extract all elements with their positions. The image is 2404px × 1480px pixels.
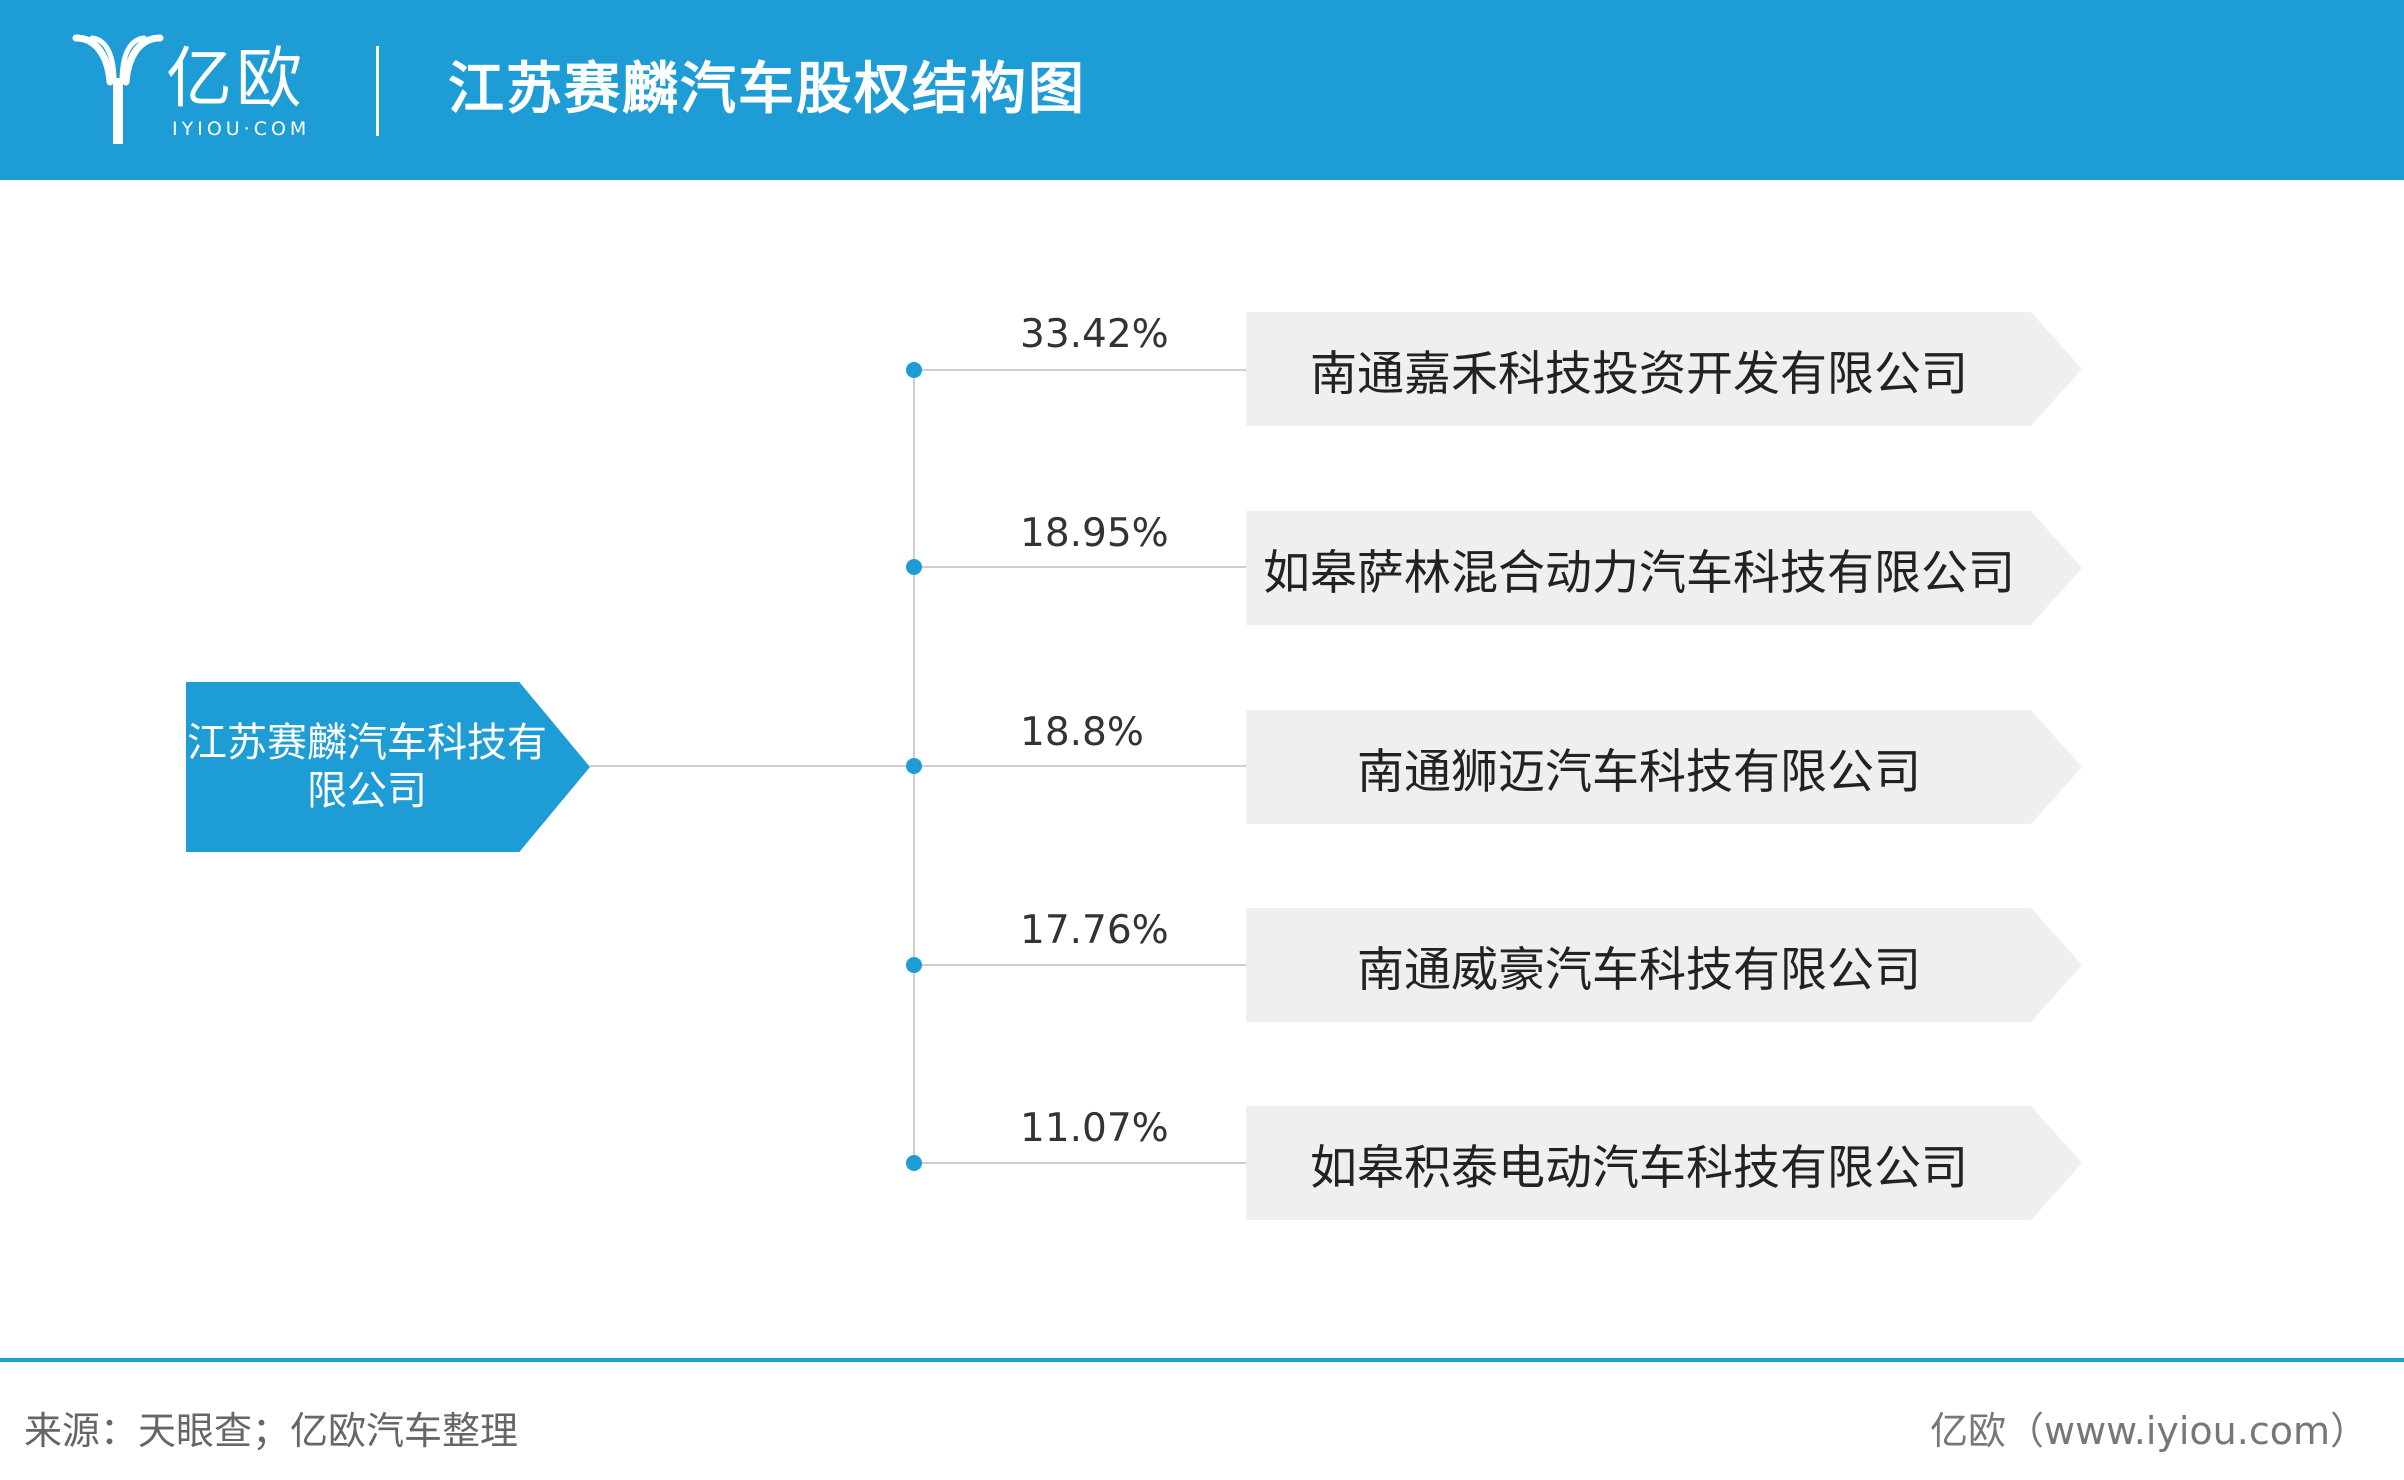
credit-note: 亿欧（www.iyiou.com） <box>1929 1409 2368 1453</box>
logo-mark-icon <box>72 34 164 144</box>
source-company-node: 江苏赛麟汽车科技有限公司 <box>186 682 590 852</box>
ownership-percent: 18.95% <box>1020 511 1169 556</box>
page-title: 江苏赛麟汽车股权结构图 <box>448 57 1086 122</box>
shareholder-branch: 11.07% 如皋积泰电动汽车科技有限公司 <box>0 1106 2404 1226</box>
branch-dot <box>906 1155 922 1171</box>
logo: 亿欧 IYIOU·COM <box>70 30 330 150</box>
branch-dot <box>906 758 922 774</box>
source-company-label: 江苏赛麟汽车科技有限公司 <box>187 720 547 814</box>
shareholder-node: 南通狮迈汽车科技有限公司 <box>1246 710 2082 824</box>
header-divider <box>376 46 379 136</box>
shareholder-name: 南通狮迈汽车科技有限公司 <box>1357 744 1921 800</box>
shareholder-name: 如皋积泰电动汽车科技有限公司 <box>1310 1140 1968 1196</box>
logo-subtext: IYIOU·COM <box>172 118 311 140</box>
shareholder-name: 南通威豪汽车科技有限公司 <box>1357 942 1921 998</box>
shareholder-name: 如皋萨林混合动力汽车科技有限公司 <box>1263 545 2015 601</box>
ownership-percent: 18.8% <box>1020 710 1144 755</box>
footer-divider <box>0 1358 2404 1362</box>
shareholder-name: 南通嘉禾科技投资开发有限公司 <box>1310 346 1968 402</box>
shareholder-branch: 18.8% 南通狮迈汽车科技有限公司 <box>0 710 2404 830</box>
shareholder-node: 如皋萨林混合动力汽车科技有限公司 <box>1246 511 2082 625</box>
branch-dot <box>906 957 922 973</box>
branch-dot <box>906 559 922 575</box>
branch-dot <box>906 362 922 378</box>
ownership-percent: 11.07% <box>1020 1106 1169 1151</box>
ownership-percent: 17.76% <box>1020 908 1169 953</box>
shareholder-branch: 18.95% 如皋萨林混合动力汽车科技有限公司 <box>0 511 2404 631</box>
source-note: 来源：天眼查；亿欧汽车整理 <box>24 1409 519 1453</box>
logo-text: 亿欧 <box>166 40 306 117</box>
ownership-percent: 33.42% <box>1020 312 1169 357</box>
header-bar: 亿欧 IYIOU·COM 江苏赛麟汽车股权结构图 <box>0 0 2404 180</box>
shareholder-node: 如皋积泰电动汽车科技有限公司 <box>1246 1106 2082 1220</box>
shareholder-branch: 33.42% 南通嘉禾科技投资开发有限公司 <box>0 312 2404 432</box>
shareholder-node: 南通威豪汽车科技有限公司 <box>1246 908 2082 1022</box>
shareholder-branch: 17.76% 南通威豪汽车科技有限公司 <box>0 908 2404 1028</box>
shareholder-node: 南通嘉禾科技投资开发有限公司 <box>1246 312 2082 426</box>
